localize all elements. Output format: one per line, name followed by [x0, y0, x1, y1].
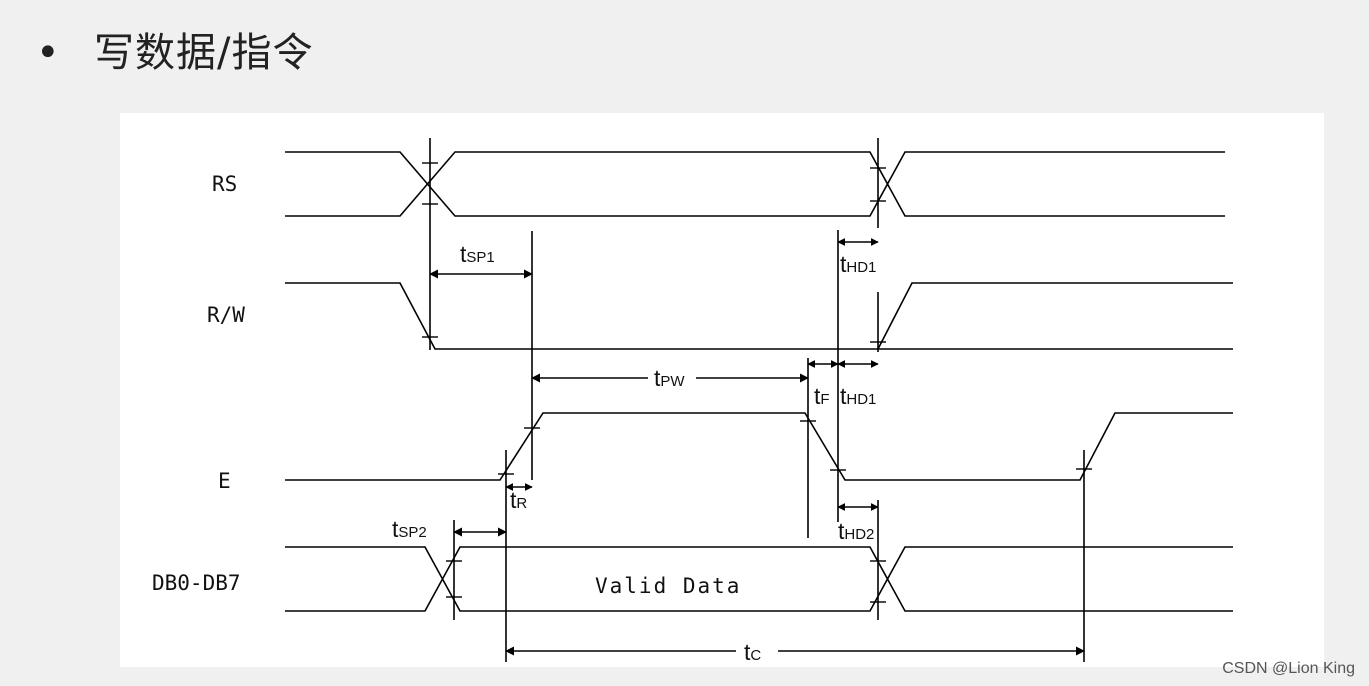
timing-label-tsp1: tSP1 [460, 241, 495, 267]
rw-waveform [285, 282, 1233, 350]
bullet-point: • [36, 30, 61, 76]
timing-label-tc: tC [744, 639, 761, 665]
timing-arrows [429, 238, 1085, 656]
timing-label-tpw: tPW [654, 365, 685, 391]
tick-marks [422, 162, 1092, 603]
timing-label-tsp2: tSP2 [392, 516, 427, 542]
timing-label-thd1-top: tHD1 [840, 251, 876, 277]
timing-diagram: RS R/W E DB0-DB7 Valid Data tSP1 tHD1 tP… [152, 138, 1233, 665]
rs-waveform [285, 151, 1225, 217]
valid-data-label: Valid Data [595, 574, 741, 598]
timing-diagram-panel: RS R/W E DB0-DB7 Valid Data tSP1 tHD1 tP… [120, 113, 1324, 667]
timing-label-tr: tR [510, 487, 527, 513]
e-waveform [285, 412, 1233, 481]
timing-label-thd2: tHD2 [838, 518, 874, 544]
db-waveform [285, 546, 1233, 612]
timing-label-tf: tF [814, 383, 830, 409]
signal-label-rw: R/W [207, 303, 245, 327]
signal-label-db: DB0-DB7 [152, 571, 241, 595]
slide-title: • 写数据/指令 [36, 20, 313, 78]
signal-label-rs: RS [212, 172, 237, 196]
slide-title-text: 写数据/指令 [94, 30, 314, 76]
timing-label-thd1-mid: tHD1 [840, 383, 876, 409]
watermark: CSDN @Lion King [1222, 660, 1355, 677]
signal-label-e: E [218, 469, 231, 493]
